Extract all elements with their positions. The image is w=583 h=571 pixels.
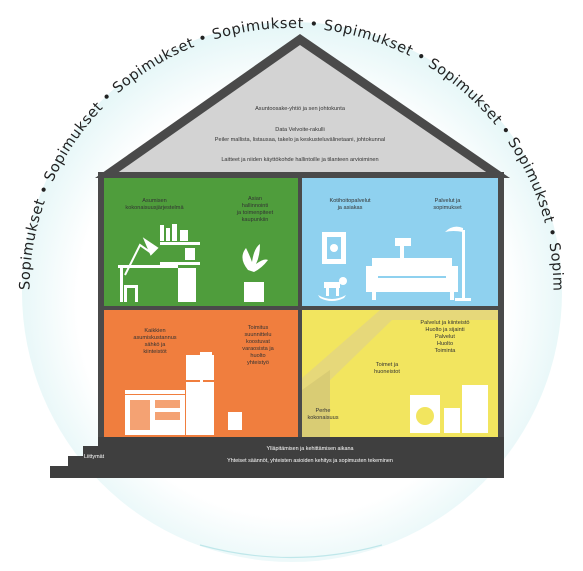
base-label: Liittymät [84, 454, 105, 460]
orange-left-text: Kaikkien asumiskustannus sähkö ja kiinte… [133, 328, 177, 355]
room-green [104, 178, 298, 306]
picture-frame-icon [322, 232, 346, 264]
chair-icon [118, 265, 196, 302]
blue-left-text: Kotihoitopalvelut ja asiakas [329, 198, 371, 211]
roof-line-4: Laitteet ja niiden käyttökohde hallintoi… [221, 157, 379, 163]
staircase-icon [302, 310, 498, 437]
yellow-top-text: Palvelut ja kiinteistö Huolto ja sijaint… [420, 320, 470, 354]
cup-icon [228, 412, 242, 430]
green-left-text: Asumisen kokonaisuusjärjestelmä [125, 198, 184, 211]
base-line-1: Ylläpitämisen ja kehittämisen aikana [266, 446, 354, 452]
green-right-text: Asian hallinnointi ja toimenpiteet kaupu… [236, 196, 274, 223]
bottom-arc [199, 544, 383, 559]
yellow-mid-text: Toimet ja huoneistot [374, 362, 400, 375]
side-table-icon [395, 238, 411, 258]
kitchen-icon [125, 390, 185, 435]
yellow-bottom-text: Perhe kokonaisuus [307, 408, 339, 421]
roof-fill [113, 45, 492, 176]
lamp-left-icon [200, 378, 203, 398]
base-line-2: Yhteiset säännöt, yhteisten asioiden keh… [227, 458, 393, 464]
foundation [50, 437, 504, 478]
stair-shadow [302, 370, 330, 437]
sofa-icon [366, 258, 458, 300]
potted-plant-icon [242, 244, 268, 302]
bookshelf-icon [160, 224, 200, 265]
orange-right-text: Toimitus suunnittelu koostuvat varaosist… [242, 325, 274, 366]
washing-machine-icon [410, 385, 488, 433]
roof-line-1: Asuntoosake-yhtiö ja sen johtokunta [255, 106, 345, 112]
rocking-horse-icon [318, 277, 347, 301]
blue-right-text: Palvelut ja sopimukset [433, 198, 462, 211]
roof-line-2: Data Velvoite-rakulli [275, 127, 325, 133]
floor-lamp-icon [445, 226, 471, 301]
roof-line-3: Peiler mallista, listausaa, takelo ja ke… [214, 137, 386, 143]
